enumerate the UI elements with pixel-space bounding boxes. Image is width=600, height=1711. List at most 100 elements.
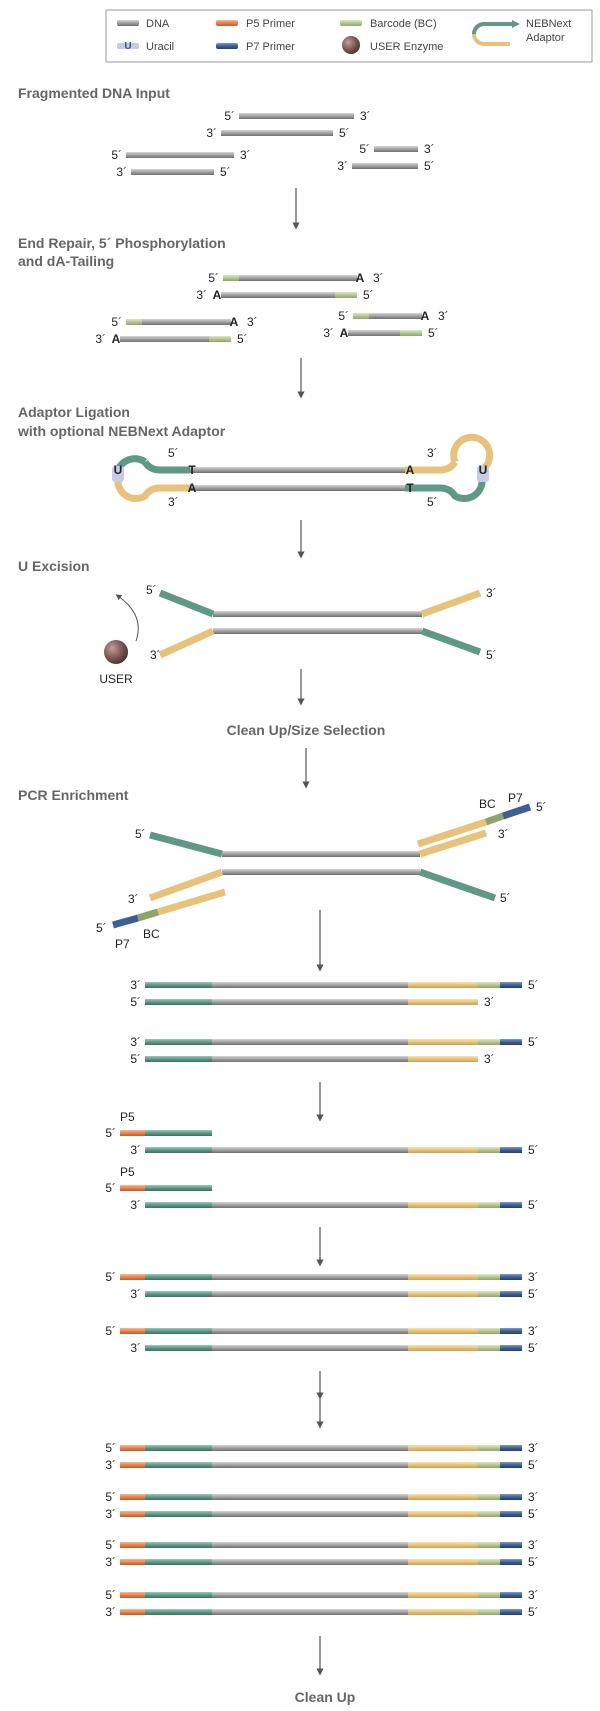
amplified-strand — [408, 1592, 478, 1598]
adaptor-strand — [142, 459, 190, 474]
amplified-strand — [145, 1494, 212, 1500]
p5-label: P5 — [120, 1110, 135, 1124]
amplified-strand — [500, 1445, 522, 1451]
base-letter: A — [406, 463, 415, 477]
pcr-product-strand — [145, 1039, 212, 1045]
step-title-u-excision: U Excision — [18, 558, 90, 574]
amplified-strand — [500, 1494, 522, 1500]
ligated-insert-strand — [190, 485, 405, 491]
strand-end-label: 5´ — [168, 446, 179, 460]
pcr-product-strand — [408, 999, 478, 1005]
p5-primer-strand — [145, 1130, 212, 1136]
full-length-strand — [145, 1328, 212, 1334]
legend-dna-label: DNA — [146, 18, 170, 30]
strand-end-label: 3´ — [130, 1341, 141, 1355]
strand-end-label: 3´ — [168, 495, 179, 509]
step-title-end-repair-1: End Repair, 5´ Phosphorylation — [18, 235, 226, 251]
full-length-strand — [408, 1345, 478, 1351]
strand-end-label: 3´ — [105, 1555, 116, 1569]
template-strand — [500, 1202, 522, 1208]
base-letter: A — [421, 309, 430, 323]
user-enzyme-label: USER — [99, 672, 133, 686]
base-letter: T — [188, 463, 196, 477]
legend-p7-label: P7 Primer — [246, 41, 295, 53]
strand-end-label: 5´ — [536, 800, 547, 814]
strand-end-label: 5´ — [220, 165, 231, 179]
pcr-product-strand — [145, 1056, 212, 1062]
full-length-strand — [408, 1274, 478, 1280]
full-length-strand — [145, 1345, 212, 1351]
strand-end-label: 3´ — [373, 271, 384, 285]
p7-label: P7 — [508, 791, 523, 805]
strand-end-label: 5´ — [427, 495, 438, 509]
template-strand — [145, 1147, 212, 1153]
end-repaired-strand — [353, 313, 369, 319]
strand-end-label: 5´ — [500, 891, 511, 905]
legend-p5-label: P5 Primer — [246, 18, 295, 30]
amplified-strand — [212, 1542, 408, 1548]
base-letter: T — [406, 481, 414, 495]
arrows-layer — [115, 188, 324, 1676]
strand-end-label: 5´ — [105, 1324, 116, 1338]
base-letter: U — [114, 463, 123, 477]
strand-end-label: 3´ — [360, 109, 371, 123]
adaptor-strand — [418, 868, 497, 902]
strand-end-label: 5´ — [428, 326, 439, 340]
strand-end-label: 5´ — [528, 1143, 539, 1157]
full-length-strand — [478, 1345, 500, 1351]
strand-end-label: 3´ — [528, 1538, 539, 1552]
base-letter: A — [213, 288, 222, 302]
pcr-product-strand — [408, 1056, 478, 1062]
amplified-strand — [212, 1462, 408, 1468]
amplified-strand — [478, 1592, 500, 1598]
amplified-strand — [120, 1494, 145, 1500]
full-length-strand — [212, 1345, 408, 1351]
labels-layer: 5´ 3´ 3´ 5´ 5´ 3´ 3´ 5´ 5´ 3´ 3´ 5´ A 5´ 3´ A 3´ 5´ A 5´ 3´ A… — [95, 109, 546, 1619]
strand-end-label: 3´ — [196, 288, 207, 302]
strand-end-label: 5´ — [363, 288, 374, 302]
strand-end-label: 5´ — [105, 1126, 116, 1140]
base-letter: A — [340, 326, 349, 340]
adaptor-strand — [156, 888, 227, 916]
strand-end-label: 3´ — [95, 332, 106, 346]
amplified-strand — [408, 1445, 478, 1451]
full-length-strand — [212, 1328, 408, 1334]
p5-primer-strand — [120, 1130, 145, 1136]
full-length-strand — [212, 1274, 408, 1280]
end-repaired-strand — [221, 292, 335, 298]
strand-end-label: 5´ — [338, 309, 349, 323]
amplified-strand — [120, 1559, 145, 1565]
strand-end-label: 3´ — [105, 1507, 116, 1521]
full-length-strand — [145, 1291, 212, 1297]
end-repaired-strand — [209, 336, 231, 342]
amplified-strand — [120, 1592, 145, 1598]
base-letter: U — [479, 463, 488, 477]
end-repaired-strand — [400, 330, 422, 336]
bc-label: BC — [143, 927, 160, 941]
amplified-strand — [212, 1494, 408, 1500]
amplified-strand — [212, 1559, 408, 1565]
amplified-strand — [120, 1542, 145, 1548]
amplified-strand — [212, 1609, 408, 1615]
p5-label: P5 — [120, 1165, 135, 1179]
template-strand — [212, 1147, 408, 1153]
adaptor-strand — [114, 477, 190, 503]
legend: DNA U Uracil P5 Primer P7 Primer Barcode… — [105, 9, 593, 63]
full-length-strand — [500, 1291, 522, 1297]
amplified-strand — [500, 1609, 522, 1615]
pcr-product-strand — [145, 982, 212, 988]
pcr-product-strand — [212, 999, 408, 1005]
p7-label: P7 — [115, 937, 130, 951]
pcr-product-strand — [478, 1039, 500, 1045]
adaptor-strand — [405, 459, 458, 474]
adaptor-strand — [405, 477, 486, 503]
strand-end-label: 5´ — [111, 315, 122, 329]
uracil-symbol-icon: U — [124, 41, 131, 52]
strand-end-label: 5´ — [424, 159, 435, 173]
insert-strand — [222, 869, 420, 875]
amplified-strand — [478, 1609, 500, 1615]
strand-end-label: 5´ — [528, 1341, 539, 1355]
amplified-strand — [478, 1462, 500, 1468]
full-length-strand — [500, 1328, 522, 1334]
